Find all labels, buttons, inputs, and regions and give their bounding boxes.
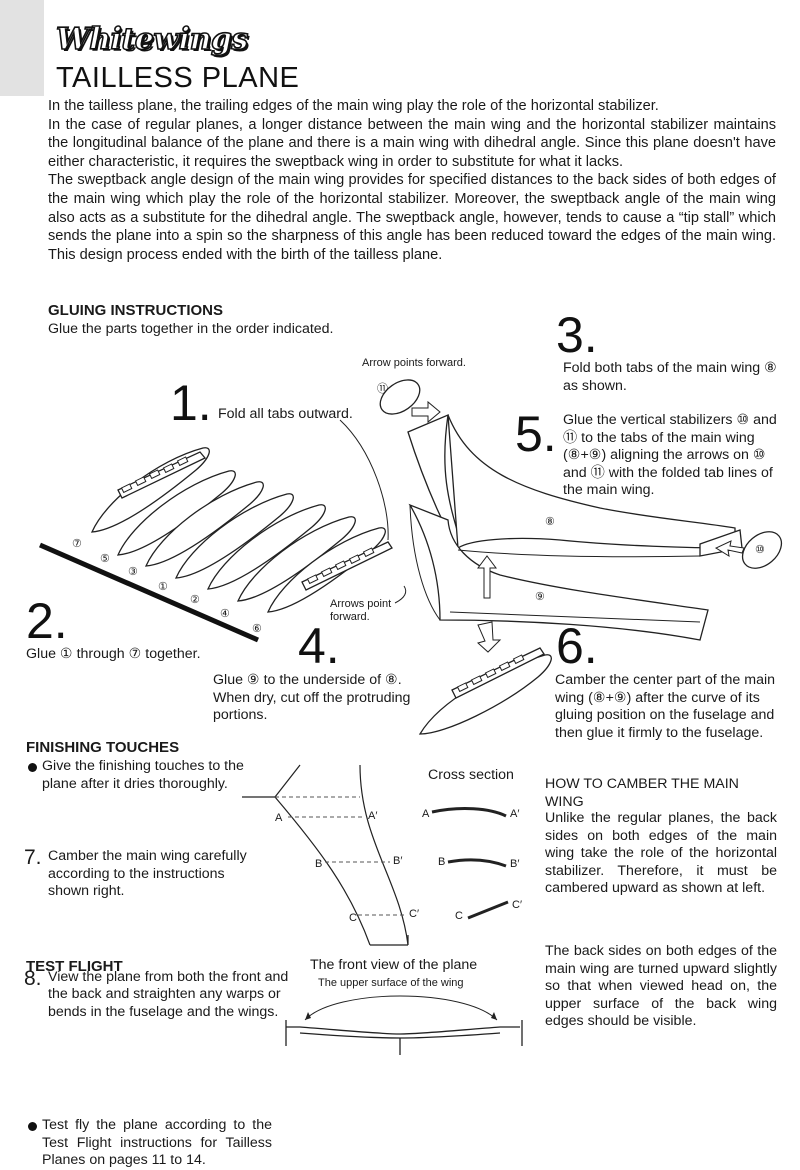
brand-sidebar-bar [0, 0, 44, 96]
part-label-1: ① [158, 581, 168, 593]
step-4-text: Glue ⑨ to the underside of ⑧. When dry, … [213, 672, 411, 723]
cross-section-a [431, 807, 507, 818]
step-5-text: Glue the vertical stabilizers ⑩ and ⑪ to… [563, 412, 777, 498]
part-label-9: ⑨ [535, 591, 545, 603]
part-label-2: ② [190, 594, 200, 606]
finishing-heading: FINISHING TOUCHES [26, 739, 180, 756]
test-flight-bullet: Test fly the plane according to the Test… [28, 1117, 272, 1170]
plan-label-b: B [315, 858, 323, 870]
plan-label-c: C [349, 912, 357, 924]
section-label-c: C [455, 910, 463, 922]
part-label-5: ⑤ [100, 553, 110, 565]
page-title: TAILLESS PLANE [56, 62, 300, 94]
section-label-b: B [438, 856, 446, 868]
pointer-line-step1 [339, 419, 389, 541]
step-6-number: 6. [556, 618, 598, 674]
how-to-camber-heading: HOW TO CAMBER THE MAIN WING [545, 776, 739, 810]
arrow-forward-label: Arrow points forward. [362, 357, 466, 369]
plan-label-b-prime: B′ [393, 855, 403, 867]
cross-section-label: Cross section [428, 767, 514, 783]
section-label-a: A [422, 808, 430, 820]
stabilizer-11-shape [379, 379, 421, 415]
step-5-number: 5. [515, 406, 557, 462]
section-label-a-prime: A′ [510, 808, 520, 820]
finishing-item-7-text: Camber the main wing carefully according… [48, 848, 247, 899]
part-label-8: ⑧ [545, 516, 555, 528]
wing-plan-view [242, 764, 409, 946]
arrow-left-icon [714, 540, 745, 558]
wing-part-9-piece [418, 647, 552, 735]
part-label-3: ③ [128, 566, 138, 578]
how-to-camber-para-2: The back sides on both edges of the main… [545, 943, 777, 1029]
plan-label-a-prime: A′ [368, 810, 378, 822]
step-1-number: 1. [170, 375, 212, 431]
intro-paragraph-1: In the tailless plane, the trailing edge… [48, 98, 659, 114]
gluing-subtitle: Glue the parts together in the order ind… [48, 321, 334, 337]
step-3-number: 3. [556, 307, 598, 363]
step-2-number: 2. [26, 593, 68, 649]
step-4-number: 4. [298, 618, 340, 674]
finishing-bullet: Give the finishing touches to the plane … [28, 758, 247, 793]
section-label-b-prime: B′ [510, 858, 520, 870]
front-view-plane [285, 995, 523, 1055]
intro-paragraph-2: In the case of regular planes, a longer … [48, 116, 776, 170]
assembly-illustration [39, 379, 783, 1055]
front-view-label: The front view of the plane [310, 957, 478, 973]
part-label-6: ⑥ [252, 623, 262, 635]
arrow-right-icon [411, 400, 441, 424]
brand-logo: Whitewings [55, 21, 249, 58]
finishing-item-8-number: 8. [24, 966, 42, 990]
part-label-4: ④ [220, 608, 230, 620]
part-label-11: ⑪ [377, 383, 388, 395]
step-2-text: Glue ① through ⑦ together. [26, 646, 201, 662]
section-label-c-prime: C′ [512, 899, 523, 911]
main-wing-assembly [407, 413, 743, 641]
finishing-item-8: 8. View the plane from both the front an… [24, 966, 310, 1022]
cross-section-c [467, 900, 509, 920]
part-label-10: ⑩ [755, 544, 765, 556]
finishing-item-8-text: View the plane from both the front and t… [48, 968, 289, 1020]
cross-section-b [447, 858, 507, 868]
test-flight-heading: TEST FLIGHT [26, 958, 123, 975]
finishing-item-7: 7. Camber the main wing carefully accord… [24, 846, 258, 901]
stabilizer-10-shape [741, 531, 783, 569]
arrow-down-icon [476, 621, 502, 653]
step-1-text: Fold all tabs outward. [218, 406, 353, 422]
plan-label-a: A [275, 812, 283, 824]
gluing-heading: GLUING INSTRUCTIONS [48, 302, 223, 319]
stack-base-line [39, 542, 259, 643]
arrows-forward-label: Arrows point forward. [330, 598, 392, 623]
upper-surface-label: The upper surface of the wing [318, 977, 464, 989]
step-6-text: Camber the center part of the main wing … [555, 672, 776, 741]
intro-text: In the tailless plane, the trailing edge… [48, 97, 776, 264]
plan-label-c-prime: C′ [409, 908, 420, 920]
intro-paragraph-3: The sweptback angle design of the main w… [48, 172, 776, 263]
step-3-text: Fold both tabs of the main wing ⑧ as sho… [563, 360, 777, 394]
part-label-7: ⑦ [72, 538, 82, 550]
how-to-camber-para-1: Unlike the regular planes, the back side… [545, 810, 777, 896]
finishing-item-7-number: 7. [24, 846, 42, 869]
arrow-up-icon [477, 555, 497, 599]
pointer-line-arrows [394, 585, 407, 604]
